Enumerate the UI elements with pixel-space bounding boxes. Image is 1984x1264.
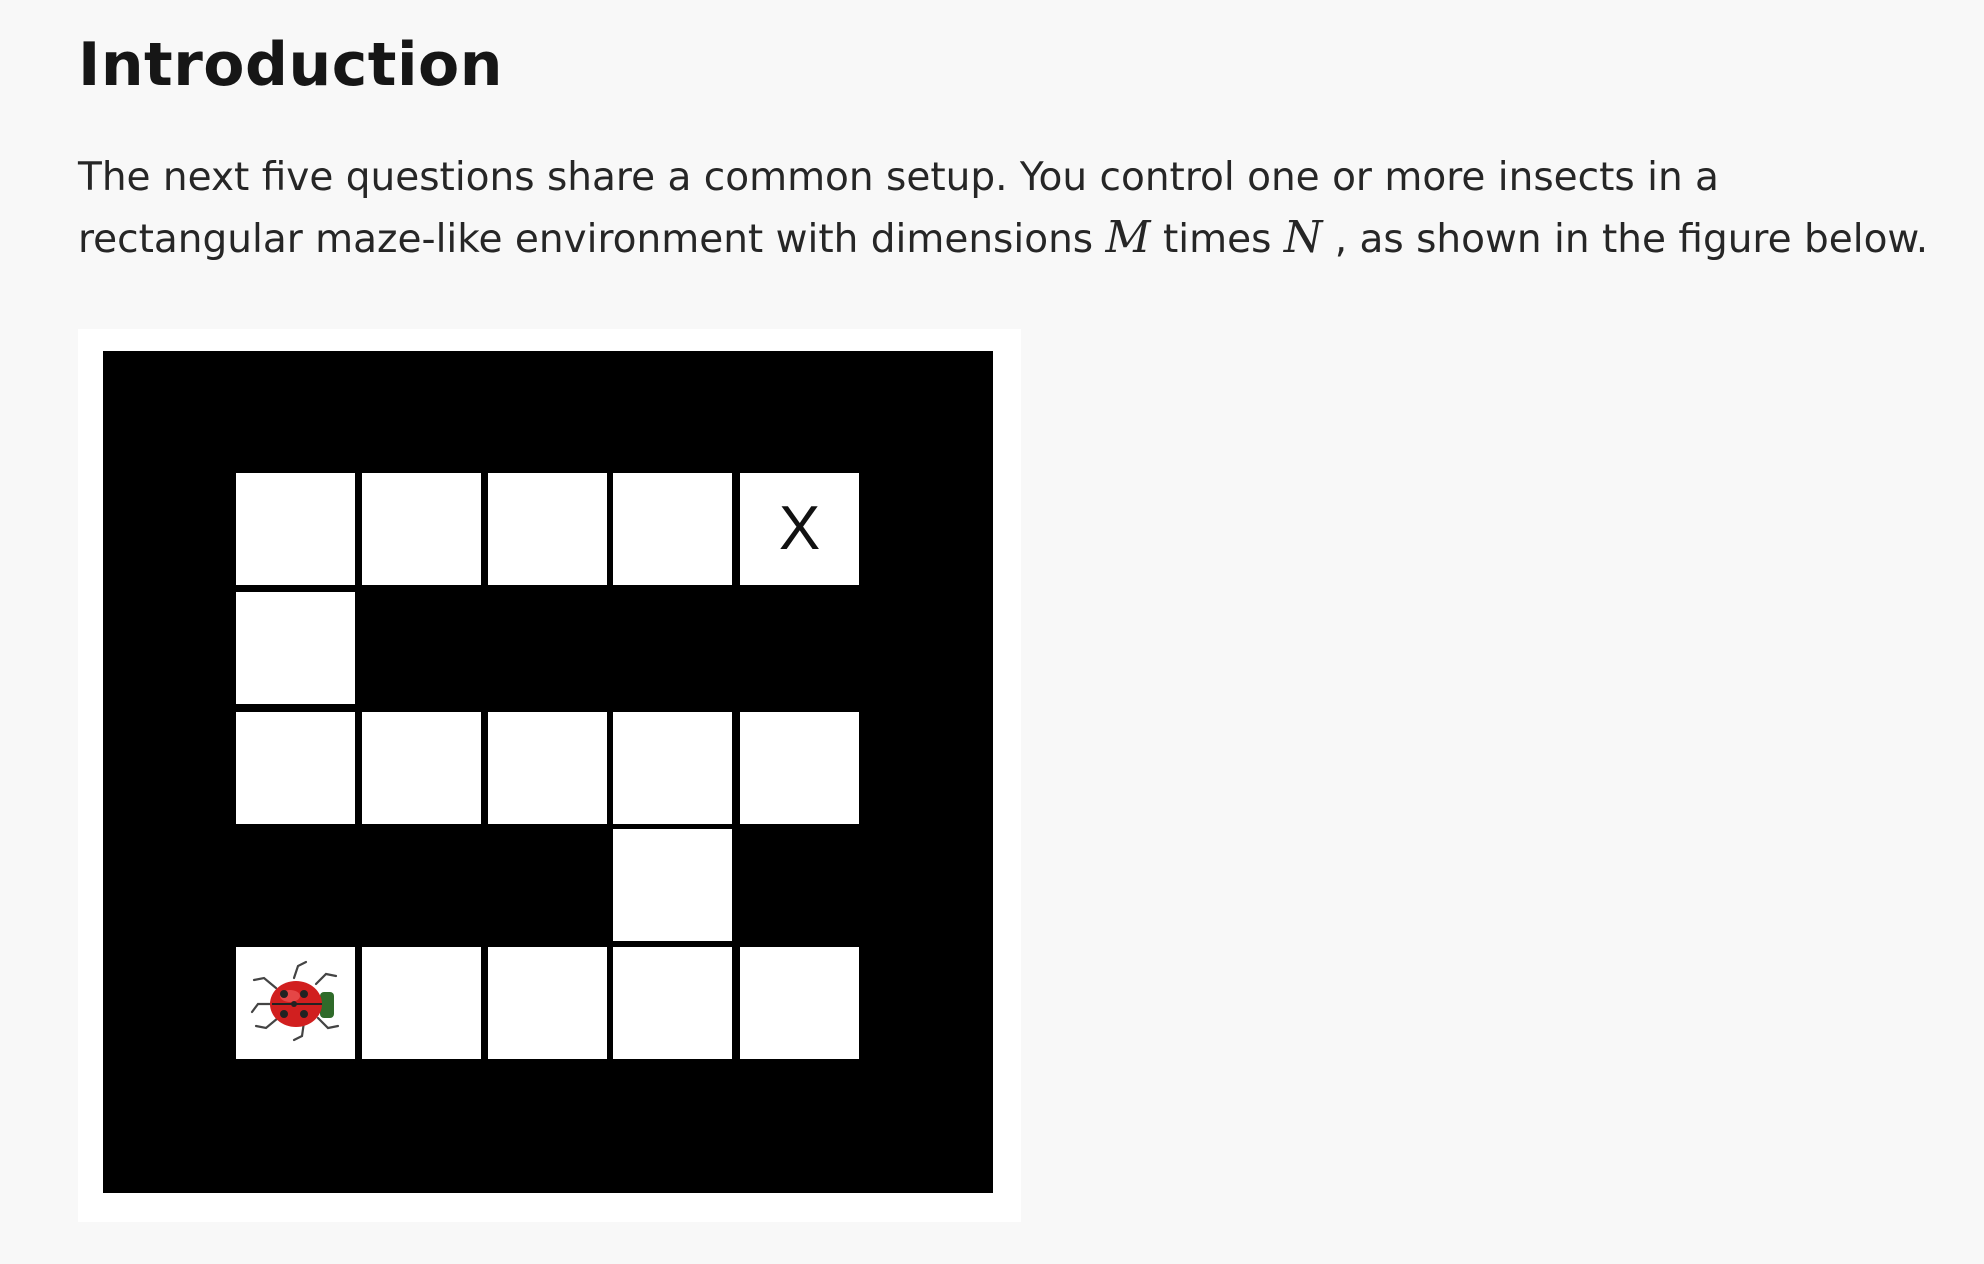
intro-text-part-2: times [1150, 217, 1284, 262]
maze-open-cell [236, 473, 355, 585]
ladybug-icon [246, 956, 346, 1050]
maze-open-cell [740, 947, 859, 1059]
maze-open-cell [613, 473, 732, 585]
maze-open-cell [488, 712, 607, 824]
maze-open-cell [488, 947, 607, 1059]
intro-paragraph: The next five questions share a common s… [78, 148, 1938, 270]
maze-figure: X [78, 329, 1021, 1222]
maze-open-cell [362, 947, 481, 1059]
maze-open-cell [362, 473, 481, 585]
intro-text-part-3: , as shown in the figure below. [1322, 217, 1929, 262]
maze-open-cell [362, 712, 481, 824]
maze-goal-cell: X [740, 473, 859, 585]
maze-open-cell [236, 592, 355, 704]
page-title: Introduction [78, 30, 503, 100]
maze-open-cell [613, 829, 732, 941]
maze-open-cell [613, 712, 732, 824]
maze-open-cell [740, 712, 859, 824]
intro-text-part-1: The next five questions share a common s… [78, 155, 1719, 262]
math-variable-m: M [1105, 212, 1151, 263]
math-variable-n: N [1283, 212, 1323, 263]
goal-marker: X [778, 494, 821, 563]
maze-open-cell [236, 712, 355, 824]
maze-open-cell [613, 947, 732, 1059]
maze-insect-cell [236, 947, 355, 1059]
maze-open-cell [488, 473, 607, 585]
maze-grid: X [103, 351, 993, 1193]
